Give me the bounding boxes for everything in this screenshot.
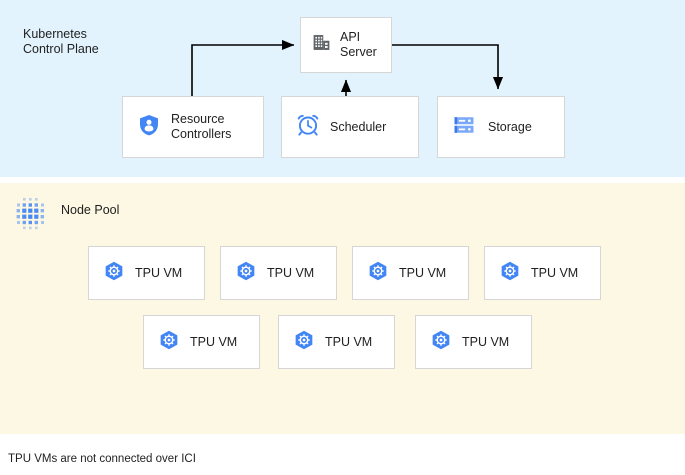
storage-label: Storage <box>488 119 532 134</box>
control-plane-title: Kubernetes Control Plane <box>23 27 99 56</box>
hexagon-gear-icon <box>499 260 521 287</box>
tpu-vm-node[interactable]: TPU VM <box>220 246 337 300</box>
tpu-vm-label: TPU VM <box>325 335 373 349</box>
tpu-vm-label: TPU VM <box>531 266 579 280</box>
tpu-vm-node[interactable]: TPU VM <box>415 315 532 369</box>
tpu-vm-label: TPU VM <box>399 266 447 280</box>
hexagon-gear-icon <box>293 329 315 356</box>
tpu-vm-node[interactable]: TPU VM <box>143 315 260 369</box>
tpu-vm-label: TPU VM <box>135 266 183 280</box>
hexagon-gear-icon <box>235 260 257 287</box>
tpu-vm-label: TPU VM <box>267 266 315 280</box>
hexagon-gear-icon <box>103 260 125 287</box>
tpu-vm-node[interactable]: TPU VM <box>484 246 601 300</box>
tpu-vm-node[interactable]: TPU VM <box>278 315 395 369</box>
resource-controllers-node[interactable]: Resource Controllers <box>122 96 264 158</box>
tpu-vm-node[interactable]: TPU VM <box>88 246 205 300</box>
api-server-node[interactable]: API Server <box>300 17 392 73</box>
scheduler-node[interactable]: Scheduler <box>281 96 419 158</box>
tpu-vm-label: TPU VM <box>190 335 238 349</box>
diagram-caption: TPU VMs are not connected over ICI <box>8 453 196 465</box>
server-rack-icon <box>452 113 476 142</box>
hexagon-gear-icon <box>430 329 452 356</box>
node-pool-title: Node Pool <box>61 203 120 217</box>
alarm-clock-icon <box>296 113 320 142</box>
tpu-vm-node[interactable]: TPU VM <box>352 246 469 300</box>
hexagon-gear-icon <box>367 260 389 287</box>
api-server-label: API Server <box>340 30 377 59</box>
dot-grid-icon <box>12 194 54 241</box>
scheduler-label: Scheduler <box>330 119 387 134</box>
building-icon <box>311 32 332 58</box>
shield-user-icon <box>137 113 161 142</box>
storage-node[interactable]: Storage <box>437 96 565 158</box>
hexagon-gear-icon <box>158 329 180 356</box>
resource-controllers-label: Resource Controllers <box>171 112 232 141</box>
tpu-vm-label: TPU VM <box>462 335 510 349</box>
node-pool-panel <box>0 183 685 434</box>
